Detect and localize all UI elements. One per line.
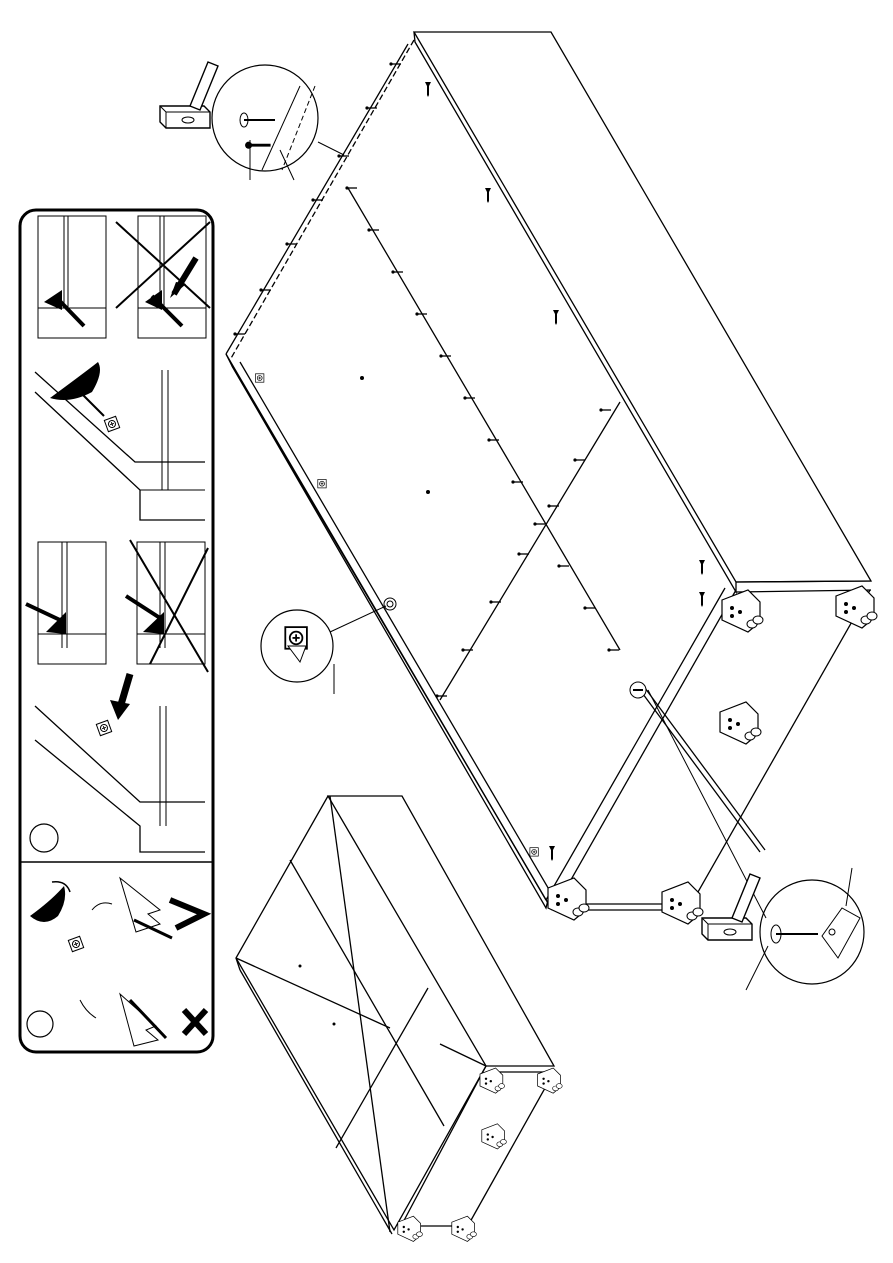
screw-wrong-icon (126, 540, 208, 672)
nails-divider (345, 186, 619, 697)
step-number-circle (30, 824, 58, 852)
cabinet-main (226, 32, 871, 910)
cabinet-lower (236, 796, 554, 1234)
arrow-down-icon (110, 674, 130, 720)
screws-top (425, 82, 705, 861)
screw-correct-icon (120, 878, 172, 938)
hammer-icon (160, 62, 218, 128)
brackets (548, 586, 877, 924)
legend-panel (20, 210, 213, 1052)
step-number-circle (27, 1011, 53, 1037)
screw-correct-icon (38, 216, 106, 338)
screw-wrong-icon (80, 994, 166, 1046)
panel-sectional-icon (26, 542, 106, 664)
cam-detail (261, 606, 386, 694)
nail-detail-top (212, 65, 344, 180)
screw-wrong-icon (116, 216, 210, 338)
screwdriver-rotate-icon (30, 882, 112, 952)
hammer-icon (702, 874, 760, 940)
cam-lock-icon (35, 706, 205, 852)
screwdriver-rotate-icon (35, 362, 205, 520)
cross-mark-icon (184, 1010, 206, 1034)
check-mark-icon (170, 900, 204, 928)
